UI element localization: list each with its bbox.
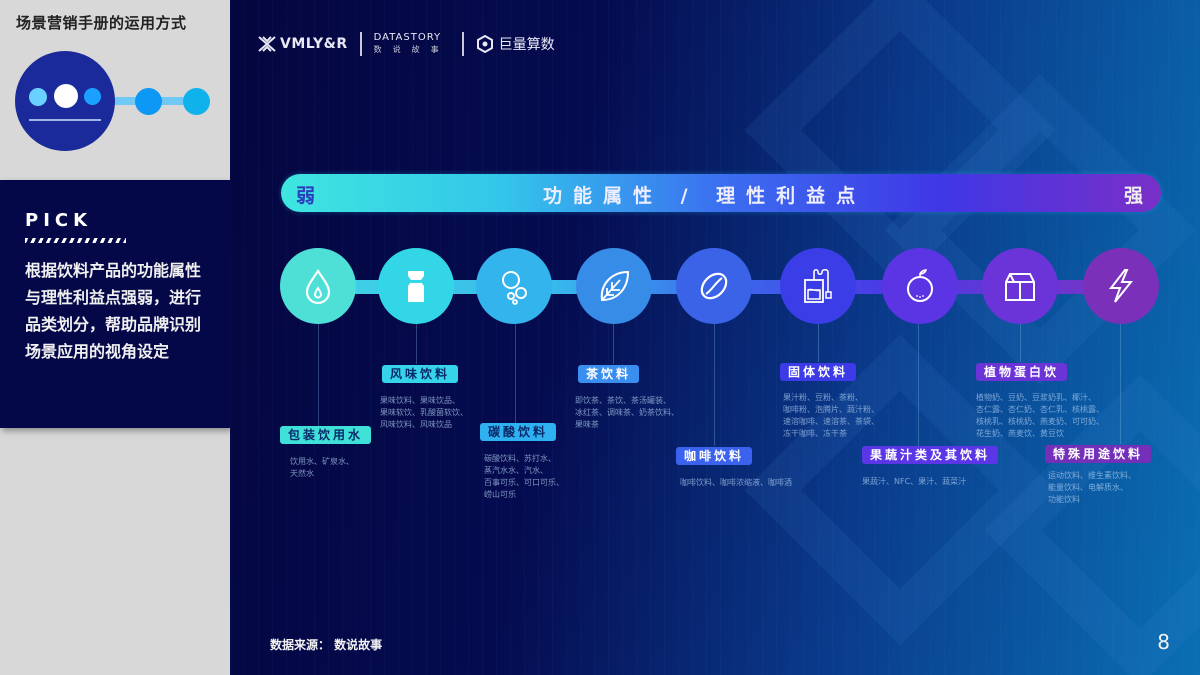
people-icon-left (29, 88, 47, 106)
leaf-icon (600, 270, 630, 302)
category-node-juice[interactable] (882, 248, 958, 324)
category-desc-tea: 即饮茶、茶饮、茶汤罐装、 冰红茶、调味茶、奶茶饮料、 果味茶 (575, 396, 679, 429)
category-desc-juice: 果蔬汁、NFC、果汁、蔬菜汁 (862, 477, 967, 486)
stem-line (714, 324, 715, 446)
podium-line-icon (29, 119, 101, 121)
category-tag-solid: 固体饮料 (780, 363, 857, 381)
category-tag-flavored: 风味饮料 (382, 365, 459, 383)
category-tag-coffee: 咖啡饮料 (676, 447, 753, 465)
stem-line (515, 324, 516, 424)
logo-separator (359, 32, 362, 56)
strength-scale-bar: 弱 功能属性 / 理性利益点 强 (281, 174, 1161, 212)
lightning-icon (1108, 269, 1134, 303)
category-node-tea[interactable] (576, 248, 652, 324)
nav-step-2[interactable] (135, 88, 162, 115)
category-tag-special: 特殊用途饮料 (1045, 445, 1152, 463)
bg-grid-lines (230, 0, 1200, 675)
category-desc-plant-protein: 植物奶、豆奶、豆浆奶乳、椰汁、 杏仁露、杏仁奶、杏仁乳、核桃露、 核桃乳、核桃奶… (976, 393, 1104, 438)
nav-step-1-active[interactable] (15, 51, 115, 151)
stem-line (416, 324, 417, 364)
people-icon-center (54, 84, 78, 108)
logo-vmlyr: VMLY&R (258, 36, 348, 52)
category-tag-plant-protein: 植物蛋白饮 (976, 363, 1068, 381)
category-tag-juice: 果蔬汁类及其饮料 (862, 446, 999, 464)
stem-line (318, 324, 319, 426)
slide-main: VMLY&R DATASTORY 数说故事 巨量算数 弱 功能属性 / 理性利益… (230, 0, 1200, 675)
juliang-mark-icon (476, 35, 493, 53)
stem-line (818, 324, 819, 362)
tea-bag-icon (804, 268, 832, 303)
logo-juliang: 巨量算数 (476, 34, 555, 54)
category-desc-solid: 果汁粉、豆粉、茶粉、 咖啡粉、泡腾片、蔬汁粉、 速溶咖啡、速溶茶、茶袋、 冻干咖… (783, 393, 879, 438)
scale-weak-label: 弱 (296, 185, 316, 207)
logo-datastory: DATASTORY 数说故事 (373, 32, 450, 54)
sidebar: 场景营销手册的运用方式 PICK 根据饮料产品的功能属性与理性利益点强弱，进行品… (0, 0, 230, 675)
sidebar-title: 场景营销手册的运用方式 (16, 14, 187, 32)
category-node-plant-protein[interactable] (982, 248, 1058, 324)
scale-strong-label: 强 (1123, 185, 1143, 207)
category-desc-special: 运动饮料、维生素饮料、 能量饮料、电解质水、 功能饮料 (1048, 471, 1136, 504)
data-source-note: 数据来源： 数说故事 (270, 638, 383, 652)
yogurt-bottle-icon (408, 271, 424, 302)
category-node-solid[interactable] (780, 248, 856, 324)
bubbles-icon (502, 271, 527, 305)
milk-carton-icon (1005, 273, 1035, 301)
stem-line (613, 324, 614, 364)
category-desc-coffee: 咖啡饮料、咖啡浓缩液、咖啡酒 (680, 478, 792, 487)
category-desc-flavored: 果味饮料、果味饮品、 果味软饮、乳酸菌软饮、 风味饮料、风味饮品 (380, 396, 468, 429)
partner-logos: VMLY&R DATASTORY 数说故事 巨量算数 (258, 30, 555, 58)
category-node-packaged-water[interactable] (280, 248, 356, 324)
category-tag-carbonated: 碳酸饮料 (480, 423, 557, 441)
logo-separator (461, 32, 464, 56)
orange-fruit-icon (907, 269, 933, 302)
stem-line (1120, 324, 1121, 444)
stem-line (1020, 324, 1021, 362)
pick-card: PICK 根据饮料产品的功能属性与理性利益点强弱，进行品类划分，帮助品牌识别场景… (0, 180, 230, 428)
category-desc-carbonated: 碳酸饮料、苏打水、 蒸汽水水、汽水、 百事可乐、可口可乐、 崂山可乐 (484, 454, 564, 499)
category-node-carbonated[interactable] (476, 248, 552, 324)
coffee-bean-icon (700, 272, 728, 300)
category-tag-packaged-water: 包装饮用水 (280, 426, 372, 444)
vmlyr-mark-icon (258, 36, 276, 52)
category-node-coffee[interactable] (676, 248, 752, 324)
stem-line (918, 324, 919, 446)
stripe-divider (25, 238, 126, 243)
page-number: 8 (1157, 630, 1170, 654)
category-tag-tea: 茶饮料 (578, 365, 640, 383)
pick-description: 根据饮料产品的功能属性与理性利益点强弱，进行品类划分，帮助品牌识别场景应用的视角… (25, 261, 202, 361)
pick-label: PICK (25, 210, 93, 231)
people-icon-right (84, 88, 101, 105)
category-node-special[interactable] (1083, 248, 1159, 324)
category-node-flavored[interactable] (378, 248, 454, 324)
scale-center-label: 功能属性 / 理性利益点 (543, 185, 867, 207)
nav-step-3[interactable] (183, 88, 210, 115)
water-drop-icon (305, 269, 331, 305)
category-desc-packaged-water: 饮用水、矿泉水、 天然水 (290, 457, 354, 478)
